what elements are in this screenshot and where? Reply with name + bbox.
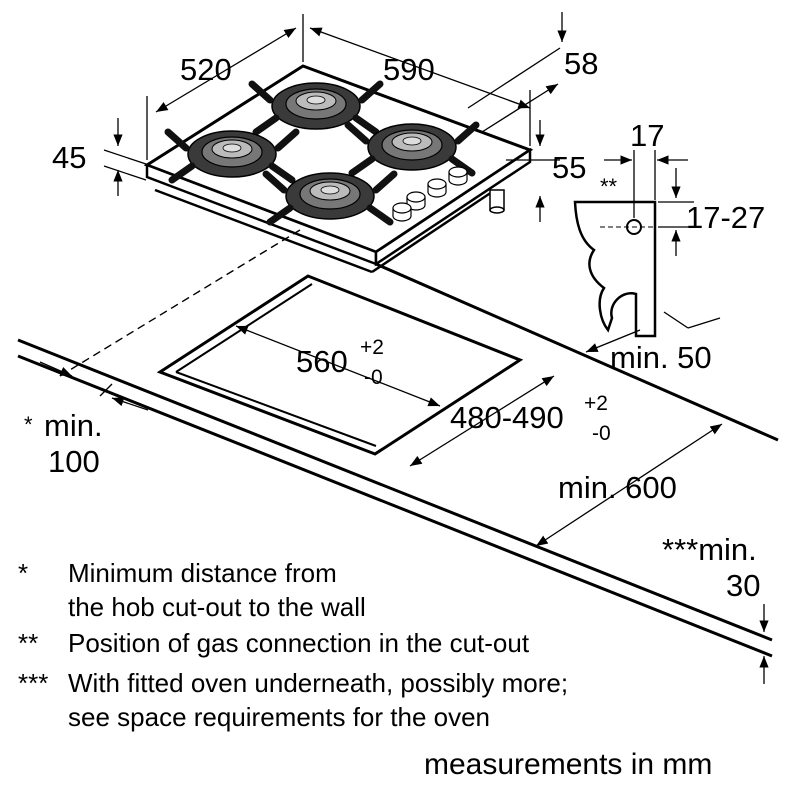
hob-under-body bbox=[154, 188, 373, 274]
cutout-dimension-lines bbox=[39, 325, 769, 684]
hob-drawing bbox=[143, 64, 534, 274]
knob-icon bbox=[427, 178, 447, 198]
label-hob-width: 520 bbox=[180, 52, 232, 87]
cutout-inner-edge bbox=[175, 283, 313, 373]
cutout-depth-base: 480-490 bbox=[450, 400, 564, 435]
knob-icon bbox=[392, 202, 412, 222]
footnotes: * Minimum distance from the hob cut-out … bbox=[18, 558, 712, 781]
wall-line bbox=[59, 229, 301, 377]
cutout-depth-tol-plus: +2 bbox=[584, 392, 608, 415]
gas-connection-pipe bbox=[489, 189, 505, 214]
note-3-marker: *** bbox=[18, 668, 48, 698]
hob-dimension-lines bbox=[103, 12, 567, 222]
bracket-detail bbox=[573, 150, 721, 338]
dimension-labels: 520 590 58 45 55 17 ** 17-27 min. 50 560… bbox=[24, 46, 765, 603]
hob-side-edge bbox=[374, 147, 532, 267]
label-gas-marker: ** bbox=[600, 174, 618, 199]
cutout-width-base: 560 bbox=[296, 344, 348, 379]
worktop-back-edge bbox=[375, 262, 779, 442]
label-gas-height: 17-27 bbox=[686, 200, 765, 235]
label-wall-marker: * bbox=[24, 412, 33, 437]
units-label: measurements in mm bbox=[424, 748, 712, 781]
label-oven-min: ***min. bbox=[662, 532, 757, 567]
label-cutout-depth: 480-490 +2 -0 bbox=[450, 392, 611, 445]
note-2-line-1: Position of gas connection in the cut-ou… bbox=[68, 628, 530, 658]
worktop-front-edge-top bbox=[17, 338, 773, 642]
label-hob-height: 45 bbox=[52, 140, 86, 175]
label-cutout-width: 560 +2 -0 bbox=[296, 336, 384, 389]
knob-icon bbox=[448, 166, 468, 186]
label-worktop-depth: min. 600 bbox=[558, 470, 677, 505]
label-min-edge: min. 50 bbox=[610, 340, 712, 375]
label-hob-depth-knobs: 58 bbox=[564, 46, 598, 81]
label-oven-value: 30 bbox=[726, 568, 760, 603]
cutout-outer bbox=[156, 274, 524, 456]
cutout-width-tol-minus: -0 bbox=[364, 366, 383, 389]
note-1-line-2: the hob cut-out to the wall bbox=[68, 592, 366, 622]
cutout-depth-tol-minus: -0 bbox=[592, 422, 611, 445]
label-wall-value: 100 bbox=[48, 444, 100, 479]
note-1-marker: * bbox=[18, 558, 28, 588]
note-3-line-1: With fitted oven underneath, possibly mo… bbox=[68, 668, 568, 698]
cutout-width-tol-plus: +2 bbox=[360, 336, 384, 359]
note-2-marker: ** bbox=[18, 628, 38, 658]
label-hob-below: 55 bbox=[552, 150, 586, 185]
label-gas-offset: 17 bbox=[630, 118, 664, 153]
label-hob-depth: 590 bbox=[383, 52, 435, 87]
note-3-line-2: see space requirements for the oven bbox=[68, 702, 490, 732]
worktop-front-edge-bottom bbox=[17, 354, 773, 658]
label-wall-min: min. bbox=[44, 408, 103, 443]
note-1-line-1: Minimum distance from bbox=[68, 558, 337, 588]
worktop-drawing bbox=[17, 229, 779, 658]
